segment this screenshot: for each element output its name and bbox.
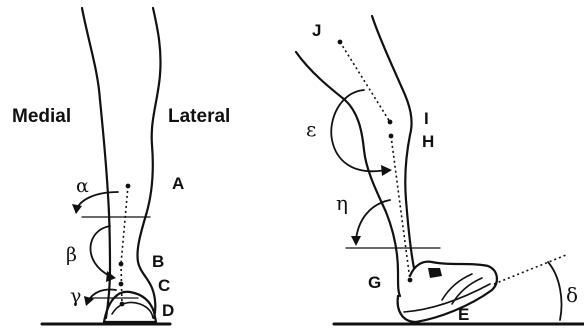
alpha-arrowhead <box>72 204 82 214</box>
alpha-label: α <box>76 175 89 197</box>
sole-extension-dotted <box>494 255 566 284</box>
point-label-d: D <box>162 301 174 320</box>
heel-axis-dotted <box>121 264 122 306</box>
point-label-h: H <box>422 132 434 151</box>
side-view-leg: J I H G E ε η δ <box>296 16 584 324</box>
leg-lateral-contour <box>137 8 160 318</box>
point-knee-upper <box>388 120 393 125</box>
point-label-j: J <box>312 21 321 40</box>
epsilon-label: ε <box>306 117 316 141</box>
eta-arrowhead <box>351 236 361 246</box>
rear-view-leg: Medial Lateral A B C D α β γ <box>12 8 230 324</box>
medial-label: Medial <box>12 106 71 127</box>
delta-label: δ <box>566 283 578 307</box>
point-label-e: E <box>458 305 469 324</box>
shoe-laces <box>428 268 442 278</box>
delta-angle-arc <box>548 262 562 320</box>
thigh-axis-dotted <box>340 42 390 122</box>
gamma-label: γ <box>70 285 81 307</box>
eta-label: η <box>336 191 348 215</box>
beta-angle-arc <box>90 226 110 276</box>
point-label-c: C <box>158 276 170 295</box>
lateral-label: Lateral <box>168 106 230 127</box>
epsilon-arrowhead <box>381 165 392 176</box>
leg-axis-dotted <box>121 186 128 264</box>
point-label-g: G <box>368 273 381 292</box>
point-label-a: A <box>172 174 184 193</box>
beta-label: β <box>66 244 77 266</box>
leg-medial-contour <box>82 8 110 318</box>
shoe-sole-stripe <box>404 284 490 312</box>
heel-shoe <box>104 292 156 322</box>
eta-angle-arc <box>356 200 390 240</box>
point-label-b: B <box>152 252 164 271</box>
heel-counter <box>112 302 153 318</box>
point-label-i: I <box>424 109 429 128</box>
